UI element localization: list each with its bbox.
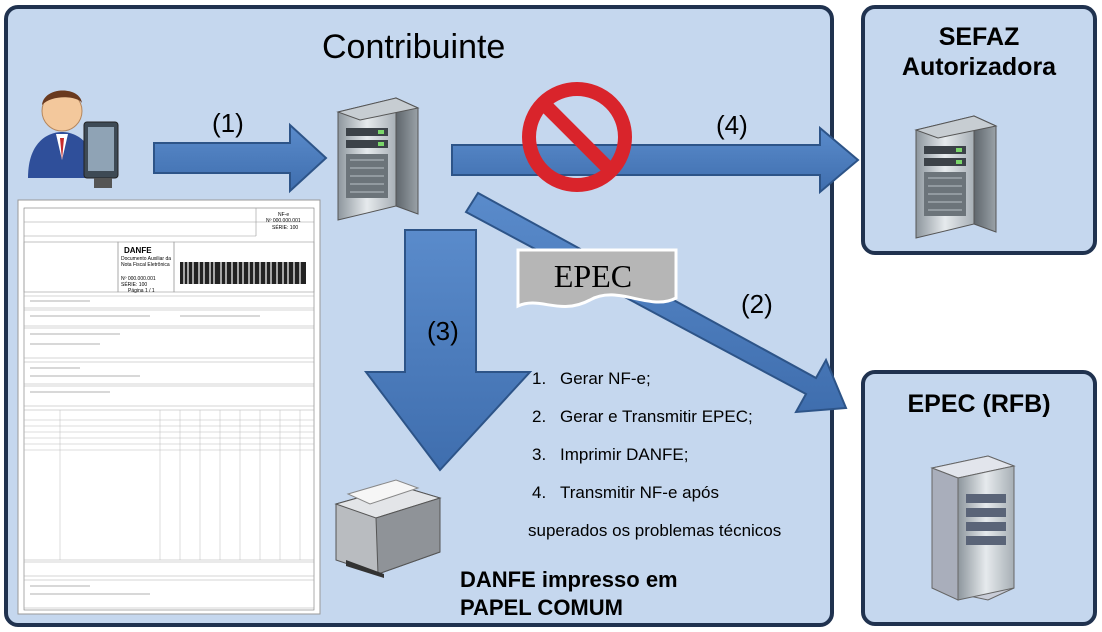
danfe-doc-subtitle-1: Documento Auxiliar da xyxy=(121,256,172,262)
arrow-4 xyxy=(451,125,860,195)
danfe-caption: DANFE impresso em PAPEL COMUM xyxy=(460,567,678,620)
danfe-doc-page: Página 1 / 1 xyxy=(128,288,155,294)
step-number: 4. xyxy=(532,483,547,502)
step-item: 3. Imprimir DANFE; xyxy=(532,444,781,482)
danfe-document xyxy=(17,199,321,615)
step-number: 1. xyxy=(532,369,547,388)
arrow-1-label: (1) xyxy=(212,108,244,138)
epec-document-label: EPEC xyxy=(553,258,633,294)
sefaz-title: SEFAZ Autorizadora xyxy=(901,23,1057,81)
epec-rfb-title: EPEC (RFB) xyxy=(907,390,1051,418)
step-text: Imprimir DANFE; xyxy=(560,445,689,464)
printer-icon xyxy=(334,479,442,578)
danfe-doc-header-series: SÉRIE: 100 xyxy=(272,225,299,231)
step-text: superados os problemas técnicos xyxy=(528,521,782,540)
danfe-doc-series: SÉRIE: 100 xyxy=(121,282,148,288)
steps-list: 1. Gerar NF-e; 2. Gerar e Transmitir EPEC;… xyxy=(528,368,781,558)
sefaz-server-icon xyxy=(915,115,997,239)
danfe-doc-subtitle-2: Nota Fiscal Eletrônica xyxy=(121,262,170,268)
step-text: Gerar e Transmitir EPEC; xyxy=(560,407,753,426)
prohibition-icon xyxy=(522,82,632,192)
danfe-doc-header-number: Nº 000.000.001 xyxy=(266,218,301,224)
step-text: Transmitir NF-e após xyxy=(560,483,720,502)
arrow-3 xyxy=(363,229,533,472)
epec-server-icon xyxy=(930,455,1016,601)
step-item: 1. Gerar NF-e; xyxy=(532,368,781,406)
danfe-doc-nfe-label: NF-e xyxy=(278,212,290,218)
user-computer-icon xyxy=(28,90,119,188)
epec-document-shape xyxy=(516,248,678,309)
danfe-doc-number: Nº 000.000.001 xyxy=(121,276,156,282)
arrow-4-label: (4) xyxy=(716,110,748,140)
step-text: Gerar NF-e; xyxy=(560,369,651,388)
danfe-doc-title: DANFE xyxy=(124,246,152,255)
arrow-3-label: (3) xyxy=(427,316,459,346)
step-item: 4. Transmitir NF-e após xyxy=(532,482,781,520)
arrow-1 xyxy=(153,122,328,194)
step-number: 3. xyxy=(532,445,547,464)
step-item: 2. Gerar e Transmitir EPEC; xyxy=(532,406,781,444)
step-number: 2. xyxy=(532,407,547,426)
arrow-2-label: (2) xyxy=(741,289,773,319)
contribuinte-server-icon xyxy=(337,97,419,221)
contribuinte-title: Contribuinte xyxy=(322,28,506,66)
step-item: superados os problemas técnicos xyxy=(528,520,781,558)
